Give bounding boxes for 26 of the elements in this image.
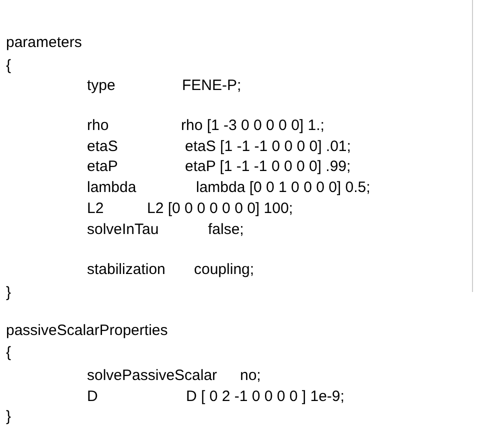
parameter-key: type [87, 77, 116, 95]
parameter-key: L2 [87, 200, 104, 218]
parameter-value: no; [240, 367, 261, 385]
parameter-key: lambda [87, 179, 136, 197]
parameter-value: false; [208, 221, 244, 239]
parameter-value: lambda [0 0 1 0 0 0 0] 0.5; [196, 179, 370, 197]
parameter-value: FENE-P; [182, 77, 242, 95]
parameter-key: rho [87, 117, 109, 135]
brace: { [6, 57, 12, 75]
parameter-key: D [87, 388, 98, 406]
parameter-value: etaP [1 -1 -1 0 0 0 0] .99; [185, 158, 351, 176]
parameter-key: solveInTau [87, 221, 159, 239]
section-name: passiveScalarProperties [6, 322, 168, 340]
parameter-value: rho [1 -3 0 0 0 0 0] 1.; [181, 117, 324, 135]
brace: } [6, 408, 12, 426]
brace: { [6, 344, 12, 362]
parameter-value: D [ 0 2 -1 0 0 0 0 ] 1e-9; [186, 388, 344, 406]
parameter-value: etaS [1 -1 -1 0 0 0 0] .01; [185, 138, 351, 156]
parameter-value: coupling; [194, 261, 254, 279]
parameter-key: etaP [87, 158, 118, 176]
parameter-key: solvePassiveScalar [87, 367, 218, 385]
parameter-key: etaS [87, 138, 118, 156]
parameter-key: stabilization [87, 261, 166, 279]
section-name: parameters [6, 34, 82, 52]
parameter-value: L2 [0 0 0 0 0 0 0] 100; [147, 200, 293, 218]
brace: } [6, 284, 12, 302]
